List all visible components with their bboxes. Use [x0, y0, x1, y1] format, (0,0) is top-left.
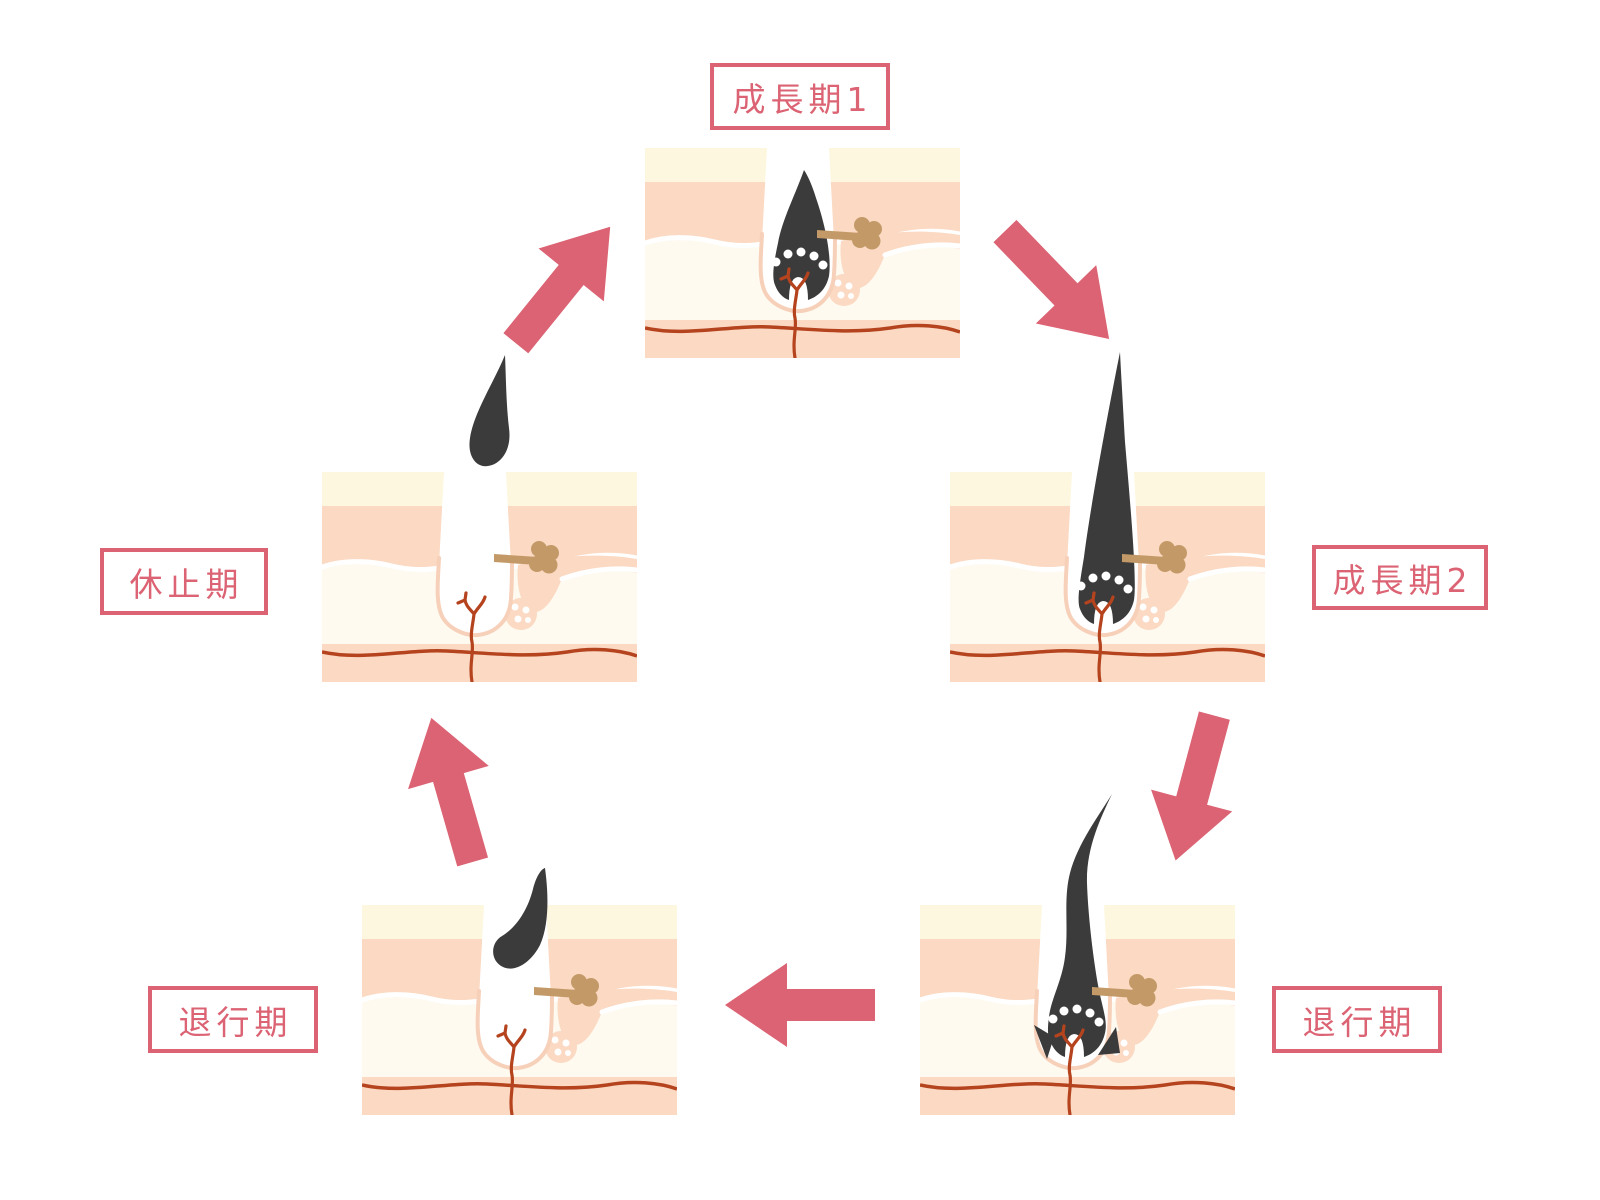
follicle-cell-dot — [1101, 571, 1111, 581]
capillary — [1084, 591, 1115, 682]
sweat-gland — [545, 1031, 577, 1063]
follicle-cell-dot — [1114, 575, 1124, 585]
stage-label-text: 成長期1 — [732, 79, 873, 119]
stage-label-text: 成長期2 — [1332, 560, 1473, 600]
blood-vessel-line — [920, 1080, 1235, 1091]
capillary — [1054, 1024, 1085, 1115]
arrow-catagen1-to-catagen2 — [725, 963, 875, 1047]
follicle-cell-dot — [1072, 1004, 1082, 1014]
follicle-cell-dot — [1123, 584, 1133, 594]
arrow-catagen2-to-telogen — [391, 706, 513, 873]
arrow-telogen-to-anagen1 — [483, 200, 643, 369]
arrector-pili — [1092, 974, 1157, 1007]
blood-vessel-line — [362, 1080, 677, 1091]
sebaceous-gland-highlight — [1187, 566, 1265, 582]
capillary — [496, 1024, 527, 1115]
stage-panel-catagen2 — [362, 785, 677, 1115]
follicle-cell-dot — [771, 257, 781, 267]
skin-cross-section-illustration — [362, 868, 677, 1115]
arrow-icon — [408, 717, 489, 867]
follicle-cell-dot — [1085, 1008, 1095, 1018]
stage-label-catagen1: 退行期 — [1272, 986, 1442, 1053]
sweat-gland — [505, 598, 537, 630]
capillary — [779, 267, 810, 358]
follicle-opening — [439, 472, 511, 565]
sebaceous-gland-highlight — [1157, 999, 1235, 1015]
sebaceous-gland-highlight — [882, 242, 960, 258]
arrector-pili — [494, 541, 559, 574]
arrow-anagen1-to-anagen2 — [975, 202, 1140, 368]
blood-vessel-line — [645, 323, 960, 334]
follicle-cell-dot — [1076, 581, 1086, 591]
stage-label-text: 退行期 — [178, 1002, 293, 1042]
arrow-icon — [503, 226, 611, 354]
follicle-cell-dot — [809, 251, 819, 261]
stage-label-telogen: 休止期 — [100, 548, 268, 615]
follicle-cell-dot — [1094, 1017, 1104, 1027]
sweat-gland — [1133, 598, 1165, 630]
stage-panel-anagen1 — [645, 28, 960, 358]
stage-label-anagen2: 成長期2 — [1312, 545, 1488, 610]
stage-panel-telogen — [322, 352, 637, 682]
skin-cross-section-illustration — [920, 794, 1235, 1115]
follicle-cell-dot — [1059, 1006, 1069, 1016]
stage-label-catagen2: 退行期 — [148, 986, 318, 1053]
sebaceous-gland-highlight — [599, 999, 677, 1015]
arrector-pili — [817, 217, 882, 250]
hair-anagen-short — [771, 170, 830, 300]
arrow-icon — [993, 219, 1110, 339]
arrow-anagen2-to-catagen1 — [1135, 705, 1255, 872]
stage-panel-anagen2 — [950, 352, 1265, 682]
skin-cross-section-illustration — [322, 355, 637, 682]
follicle-cell-dot — [796, 247, 806, 257]
arrow-icon — [725, 963, 875, 1047]
follicle-pocket — [475, 989, 554, 1071]
blood-vessel-line — [950, 647, 1265, 658]
follicle-pocket — [435, 556, 514, 638]
arrector-pili — [534, 974, 599, 1007]
stage-label-anagen1: 成長期1 — [710, 63, 890, 130]
follicle-cell-dot — [818, 260, 828, 270]
stage-panel-catagen1 — [920, 785, 1235, 1115]
skin-cross-section-illustration — [950, 352, 1265, 682]
follicle-cell-dot — [783, 249, 793, 259]
sweat-gland — [828, 274, 860, 306]
arrow-icon — [1151, 711, 1233, 861]
follicle-cell-dot — [1088, 573, 1098, 583]
blood-vessel-line — [322, 647, 637, 658]
follicle-cell-dot — [1048, 1014, 1058, 1024]
arrector-pili — [1122, 541, 1187, 574]
stage-label-text: 退行期 — [1302, 1002, 1417, 1042]
capillary — [456, 591, 487, 682]
skin-cross-section-illustration — [645, 148, 960, 358]
hair-telogen-shed — [469, 355, 510, 467]
sebaceous-gland-highlight — [559, 566, 637, 582]
hair-catagen-club — [493, 868, 548, 969]
stage-label-text: 休止期 — [129, 564, 244, 604]
hair-anagen-long — [1076, 352, 1135, 624]
